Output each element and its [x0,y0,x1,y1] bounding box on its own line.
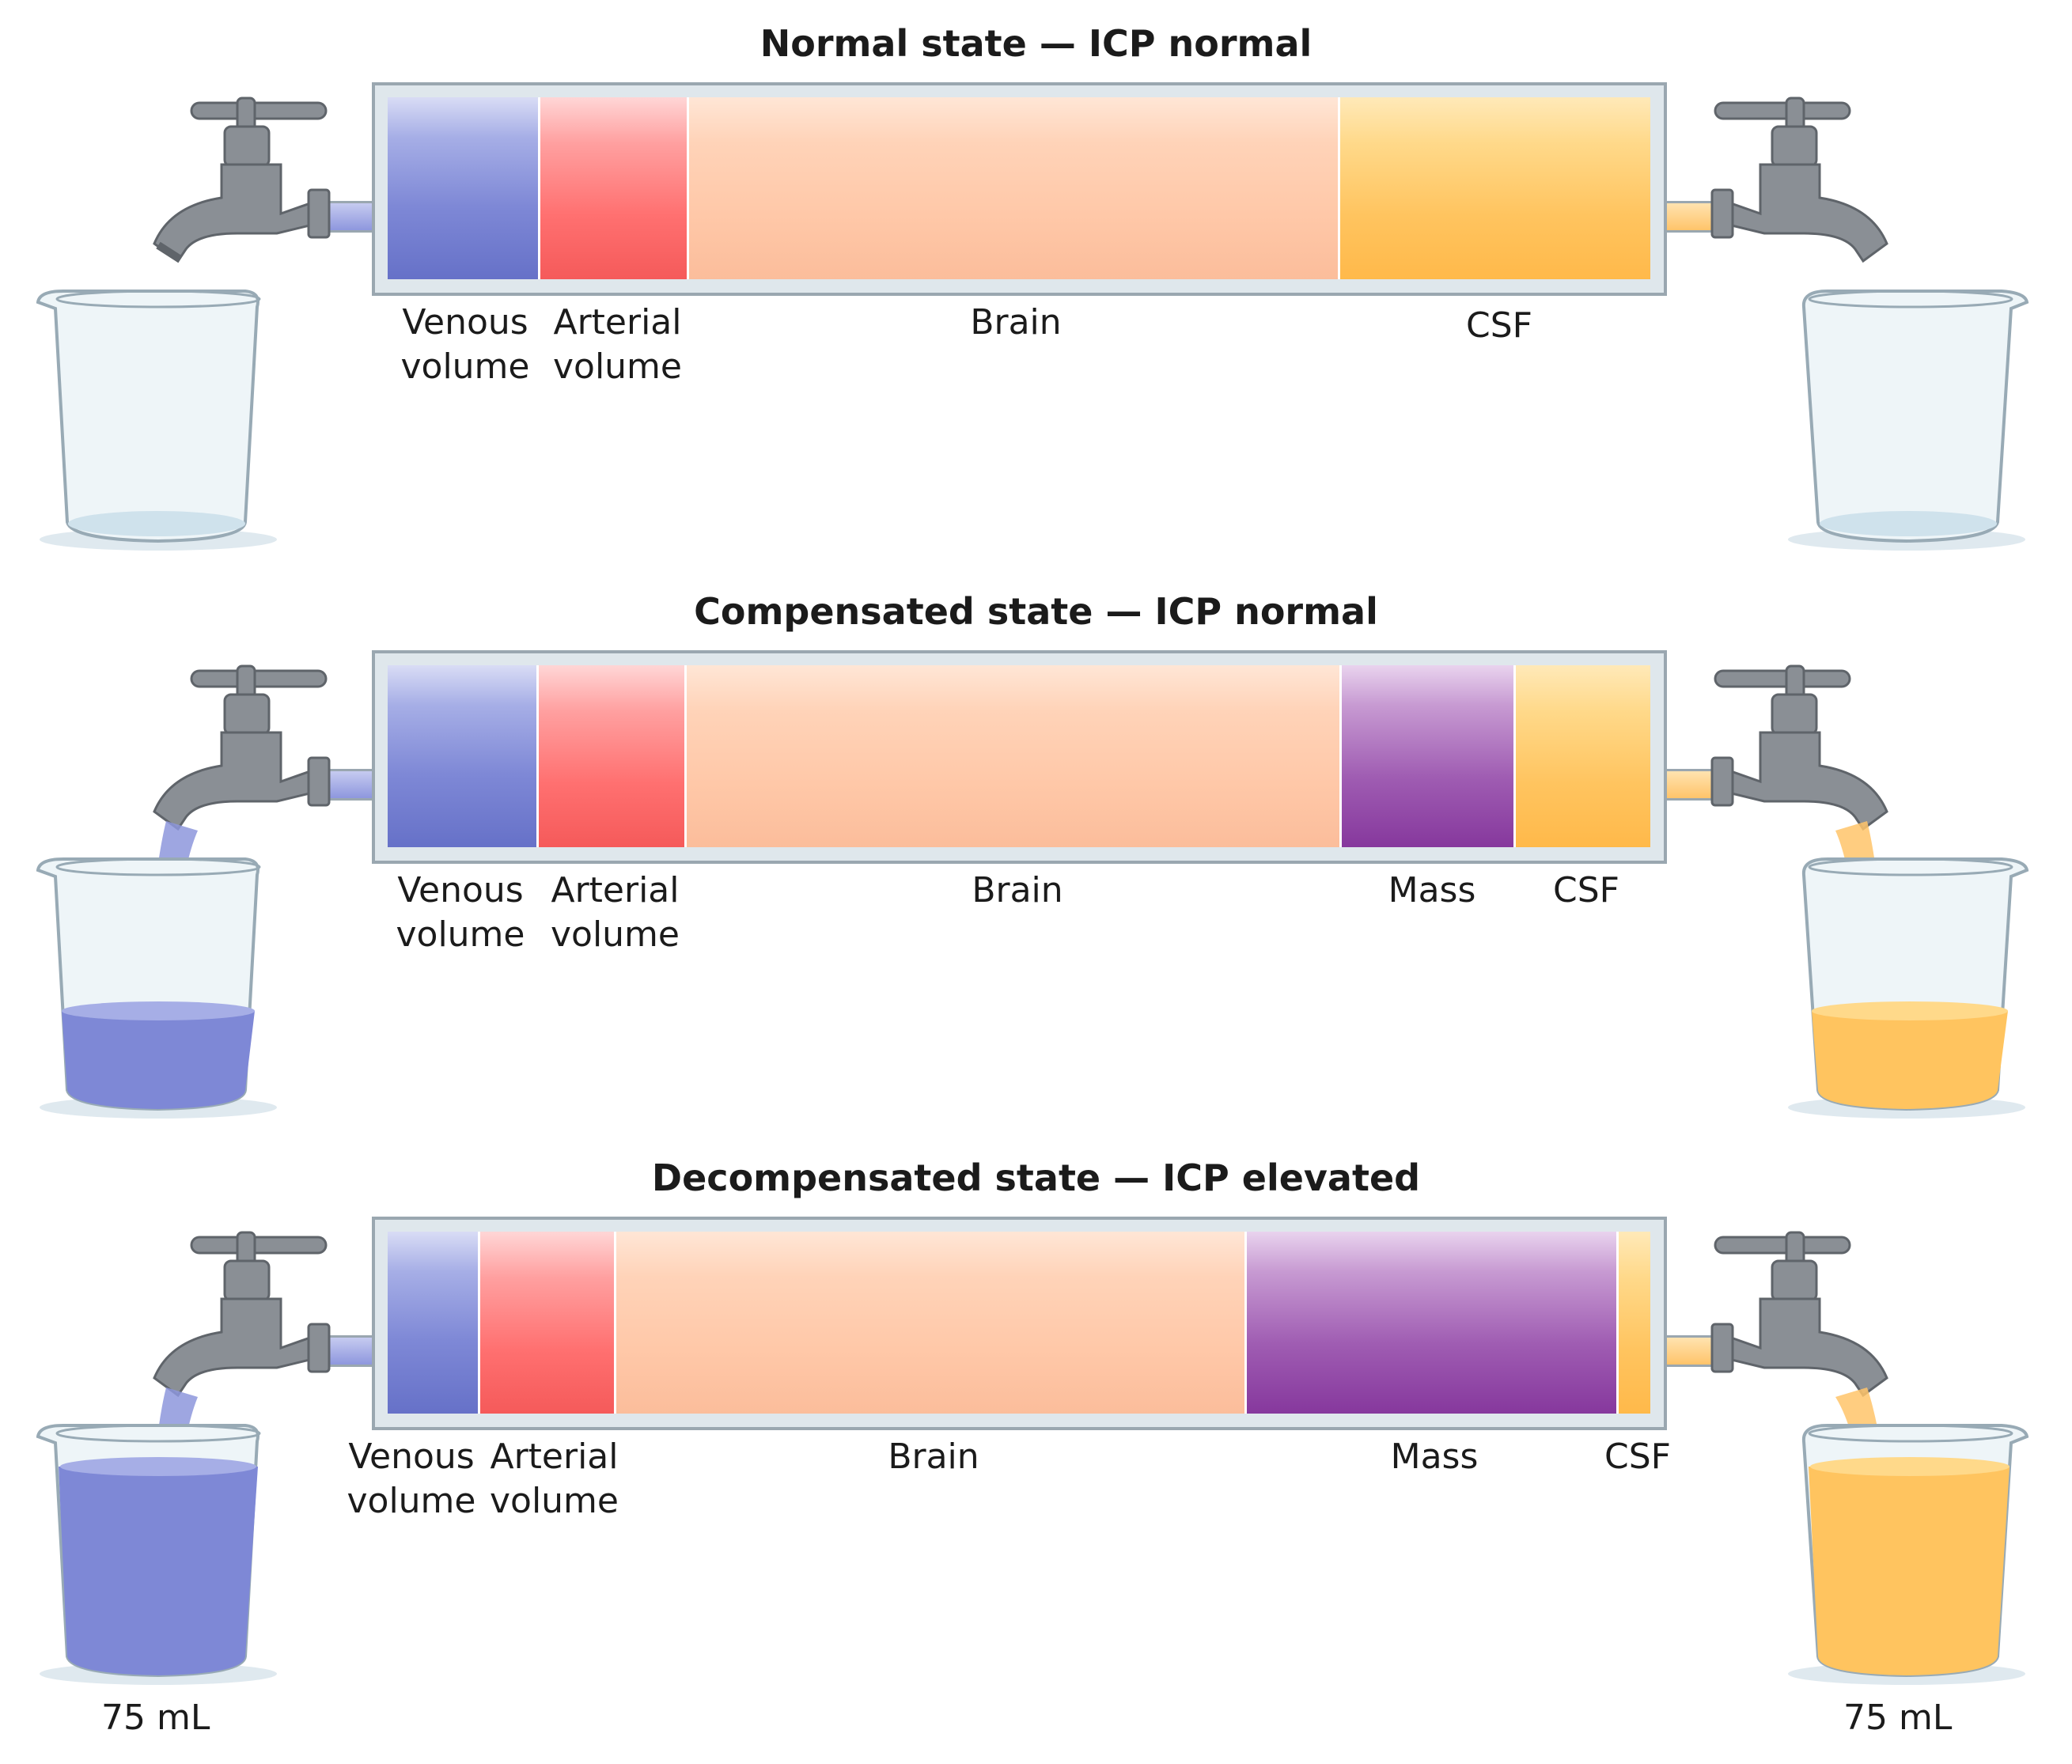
brain-segment [687,97,1338,279]
left-faucet-icon [153,97,331,263]
arterial-label: Arterial volume [550,870,680,955]
arterial-segment [536,665,684,847]
arterial-segment [478,1232,614,1414]
right-beaker-icon [1788,1424,2029,1685]
tube-contents [388,1232,1650,1414]
csf-segment [1616,1232,1650,1414]
left-faucet-icon [153,1231,331,1398]
left-beaker-icon [36,857,277,1119]
venous-label: Venous volume [347,1437,476,1521]
left-beaker-icon [36,1424,277,1685]
venous-segment [388,1232,478,1414]
right-beaker-icon [1788,857,2029,1119]
mass-label: Mass [1388,870,1476,910]
csf-segment [1513,665,1650,847]
tube-contents [388,665,1650,847]
brain-segment [684,665,1339,847]
brain-label: Brain [972,870,1063,910]
panel-decompensated: Decompensated state — ICP elevated Venou… [0,1134,2072,1738]
left-beaker-icon [36,290,277,551]
brain-segment [614,1232,1244,1414]
venous-segment [388,97,538,279]
panel-normal: Normal state — ICP normal Venous volume … [0,0,2072,554]
arterial-segment [538,97,687,279]
mass-label: Mass [1390,1437,1479,1477]
brain-label: Brain [888,1437,979,1477]
csf-segment [1338,97,1650,279]
csf-label: CSF [1466,305,1532,346]
right-faucet-icon [1710,1231,1888,1398]
arterial-label: Arterial volume [489,1437,619,1521]
left-faucet-icon [153,664,331,831]
csf-label: CSF [1553,870,1619,910]
tube-contents [388,97,1650,279]
panel-compensated: Compensated state — ICP normal Venous vo… [0,568,2072,1122]
left-amount-label: 75 mL [101,1698,210,1738]
right-faucet-icon [1710,664,1888,831]
mass-segment [1244,1232,1616,1414]
panel-title: Normal state — ICP normal [759,22,1313,65]
right-faucet-icon [1710,97,1888,263]
venous-label: Venous volume [396,870,525,955]
mass-segment [1339,665,1513,847]
panel-title: Compensated state — ICP normal [694,590,1378,633]
right-beaker-icon [1788,290,2029,551]
right-amount-label: 75 mL [1843,1698,1953,1738]
brain-label: Brain [970,302,1062,343]
panel-title: Decompensated state — ICP elevated [651,1156,1421,1199]
arterial-label: Arterial volume [552,302,682,387]
venous-segment [388,665,536,847]
csf-label: CSF [1604,1437,1671,1477]
venous-label: Venous volume [400,302,530,387]
